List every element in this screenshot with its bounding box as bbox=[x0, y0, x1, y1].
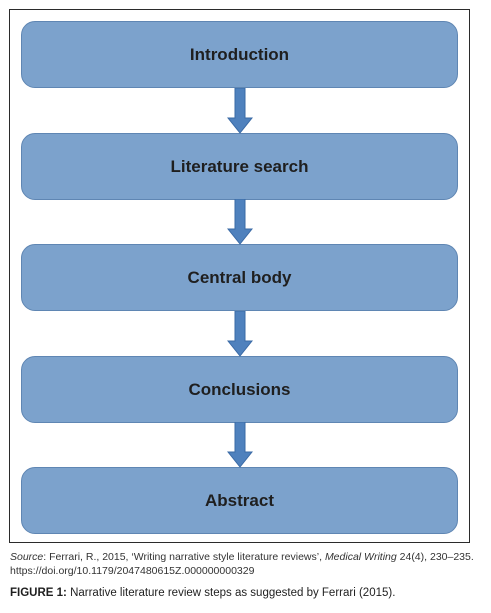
source-text-2: 24(4), 230–235. https://doi.org/10.1179/… bbox=[10, 551, 474, 577]
step-central-body: Central body bbox=[21, 244, 458, 311]
down-arrow-icon bbox=[227, 199, 253, 245]
source-text-1: : Ferrari, R., 2015, ‘Writing narrative … bbox=[43, 551, 325, 563]
figure-text: Narrative literature review steps as sug… bbox=[66, 587, 396, 599]
step-abstract: Abstract bbox=[21, 467, 458, 534]
step-literature-search: Literature search bbox=[21, 133, 458, 200]
figure-label: FIGURE 1: bbox=[10, 587, 67, 599]
down-arrow-icon bbox=[227, 311, 253, 357]
step-label: Introduction bbox=[189, 44, 290, 64]
step-label: Literature search bbox=[170, 156, 309, 176]
down-arrow-icon bbox=[227, 422, 253, 468]
figure-caption: FIGURE 1: Narrative literature review st… bbox=[10, 587, 480, 599]
step-conclusions: Conclusions bbox=[21, 356, 458, 423]
step-label: Conclusions bbox=[188, 379, 291, 399]
source-caption: Source: Ferrari, R., 2015, ‘Writing narr… bbox=[10, 550, 480, 578]
step-label: Central body bbox=[187, 267, 292, 287]
step-label: Abstract bbox=[205, 490, 274, 510]
source-label: Source bbox=[10, 551, 44, 563]
down-arrow-icon bbox=[227, 88, 253, 134]
step-introduction: Introduction bbox=[21, 21, 458, 88]
source-journal: Medical Writing bbox=[324, 551, 397, 563]
